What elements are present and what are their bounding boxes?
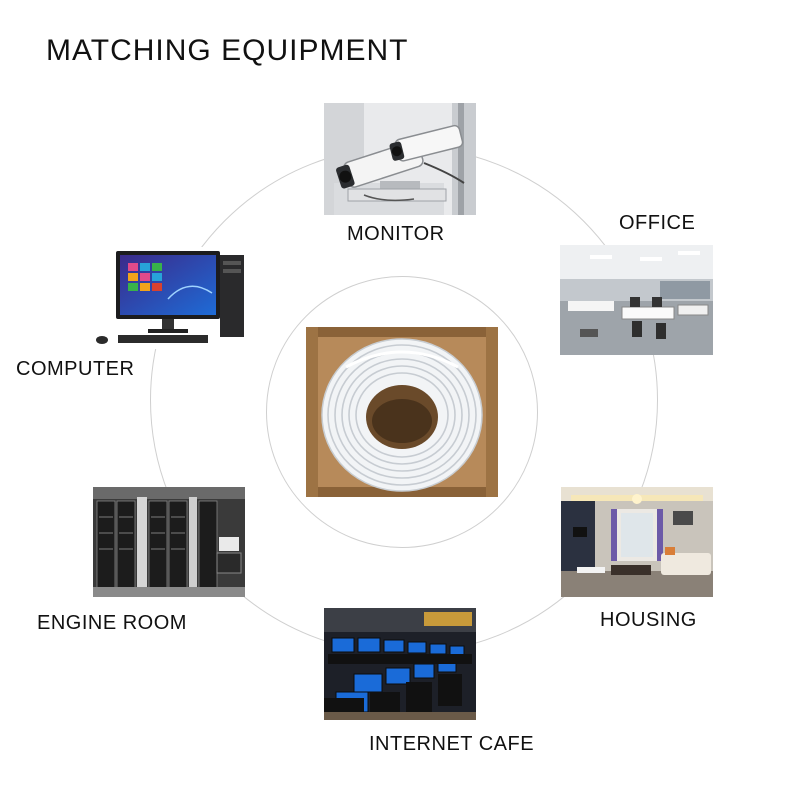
label-monitor: MONITOR (347, 223, 445, 245)
label-office: OFFICE (619, 212, 696, 234)
office-room-icon (560, 245, 713, 355)
internet-cafe-icon (324, 608, 476, 720)
internet-cafe-image (324, 608, 476, 720)
desktop-computer-icon (92, 247, 247, 349)
page-title: MATCHING EQUIPMENT (46, 34, 409, 67)
label-engine-room: ENGINE ROOM (37, 612, 187, 634)
label-internet-cafe: INTERNET CAFE (369, 733, 535, 755)
engine-room-image (93, 487, 245, 597)
label-housing: HOUSING (600, 609, 697, 631)
living-room-icon (561, 487, 713, 597)
server-room-icon (93, 487, 245, 597)
inner-ring (266, 276, 538, 548)
housing-image (561, 487, 713, 597)
computer-image (92, 247, 247, 349)
monitor-image (324, 103, 476, 215)
office-image (560, 245, 713, 355)
label-computer: COMPUTER (16, 358, 135, 380)
cctv-camera-icon (324, 103, 476, 215)
cable-box-icon (306, 327, 498, 497)
cable-box-image (306, 327, 498, 497)
